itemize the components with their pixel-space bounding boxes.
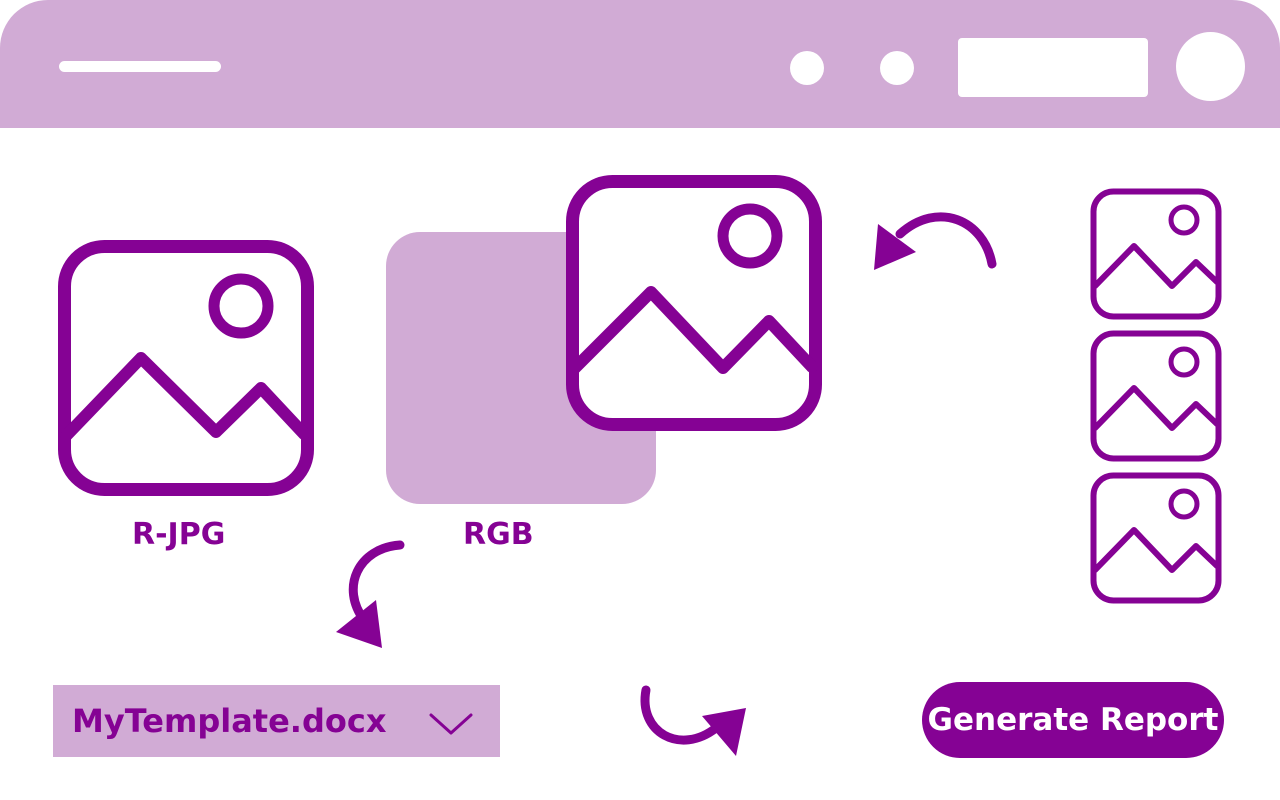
search-field[interactable] [958,38,1148,97]
template-select[interactable]: MyTemplate.docx [53,685,500,757]
converted-image-icon[interactable] [566,175,822,431]
window-dot-icon[interactable] [880,51,914,85]
menu-line-icon [59,61,221,72]
avatar[interactable] [1176,32,1245,101]
curved-arrow-right-icon [636,684,752,764]
curved-arrow-down-icon [326,540,416,656]
chevron-down-icon[interactable] [427,709,475,743]
stack-image-icon[interactable] [1090,188,1222,320]
stack-image-icon[interactable] [1090,330,1222,462]
top-bar [0,0,1280,128]
converted-format-label: RGB [463,517,534,552]
template-select-value: MyTemplate.docx [72,702,387,740]
generate-report-button[interactable]: Generate Report [922,682,1224,758]
source-format-label: R-JPG [132,517,226,552]
stack-image-icon[interactable] [1090,472,1222,604]
source-image-icon[interactable] [58,240,314,496]
window-dot-icon[interactable] [790,51,824,85]
curved-arrow-left-icon [866,200,1006,284]
